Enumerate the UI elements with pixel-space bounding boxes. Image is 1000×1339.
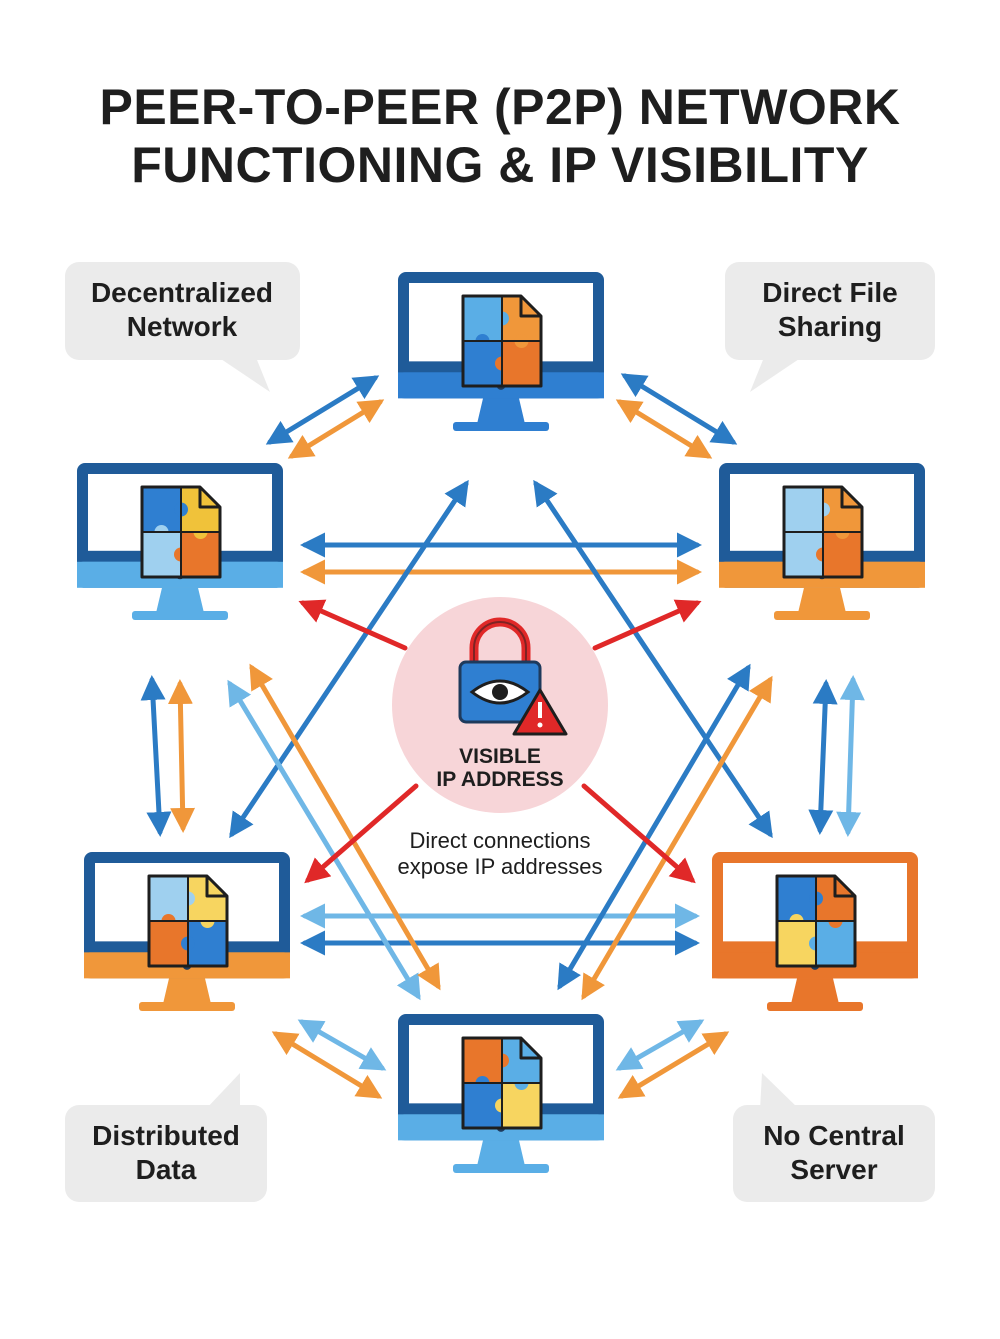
- callout-line: Server: [790, 1154, 877, 1185]
- padlock-eye-warning-icon: [458, 617, 568, 736]
- peer-computer-upper-right: [719, 463, 925, 620]
- callout-direct-file-sharing: Direct File Sharing: [725, 262, 935, 392]
- exposure-arrow: [592, 599, 702, 651]
- peer-computer-upper-left: [77, 463, 283, 620]
- connection-arrow: [297, 1019, 387, 1071]
- peer-connections: [140, 373, 865, 1099]
- connection-arrow: [836, 675, 865, 837]
- peer-computers: [77, 272, 925, 1173]
- connection-arrow: [615, 1019, 705, 1071]
- puzzle-file-icon: [775, 874, 857, 968]
- title-line-2: FUNCTIONING & IP VISIBILITY: [131, 137, 869, 193]
- center-note-line-1: Direct connections: [410, 828, 591, 853]
- puzzle-file-icon: [461, 294, 543, 388]
- ip-exposure-arrows: [298, 599, 702, 884]
- visible-ip-address-hub: VISIBLE IP ADDRESS: [392, 597, 608, 813]
- callout-decentralized-network: Decentralized Network: [65, 262, 300, 392]
- exposure-arrow: [304, 783, 419, 884]
- peer-computer-lower-right: [712, 852, 918, 1011]
- connection-arrow: [617, 1031, 730, 1099]
- puzzle-file-icon: [140, 485, 222, 579]
- title-line-1: PEER-TO-PEER (P2P) NETWORK: [99, 79, 901, 135]
- callout-line: No Central: [763, 1120, 905, 1151]
- page-title: PEER-TO-PEER (P2P) NETWORK FUNCTIONING &…: [0, 78, 1000, 194]
- connection-arrow: [249, 663, 441, 991]
- puzzle-file-icon: [461, 1036, 543, 1130]
- connection-arrow: [265, 375, 380, 445]
- center-label-line-1: VISIBLE: [459, 745, 541, 768]
- connection-arrow: [808, 679, 838, 835]
- exposure-arrow: [581, 783, 696, 884]
- center-label-line-2: IP ADDRESS: [436, 768, 563, 791]
- connection-arrow: [271, 1031, 383, 1099]
- callout-distributed-data: Distributed Data: [65, 1073, 267, 1202]
- callout-line: Sharing: [778, 311, 882, 342]
- puzzle-file-icon: [147, 874, 229, 968]
- peer-computer-bottom: [398, 1014, 604, 1173]
- peer-computer-lower-left: [84, 852, 290, 1011]
- callout-line: Direct File: [762, 277, 897, 308]
- connection-arrow: [167, 679, 196, 833]
- puzzle-file-icon: [782, 485, 864, 579]
- peer-computer-top: [398, 272, 604, 431]
- connection-arrow: [140, 675, 172, 837]
- callout-line: Distributed: [92, 1120, 240, 1151]
- callout-line: Network: [127, 311, 238, 342]
- connection-arrow: [620, 373, 738, 445]
- callout-line: Decentralized: [91, 277, 273, 308]
- callout-line: Data: [136, 1154, 197, 1185]
- connection-arrow: [287, 399, 385, 459]
- connection-arrow: [581, 675, 773, 1001]
- connection-arrow: [615, 399, 713, 459]
- exposure-arrow: [298, 599, 408, 651]
- center-note-line-2: expose IP addresses: [397, 854, 602, 879]
- callout-no-central-server: No Central Server: [733, 1073, 935, 1202]
